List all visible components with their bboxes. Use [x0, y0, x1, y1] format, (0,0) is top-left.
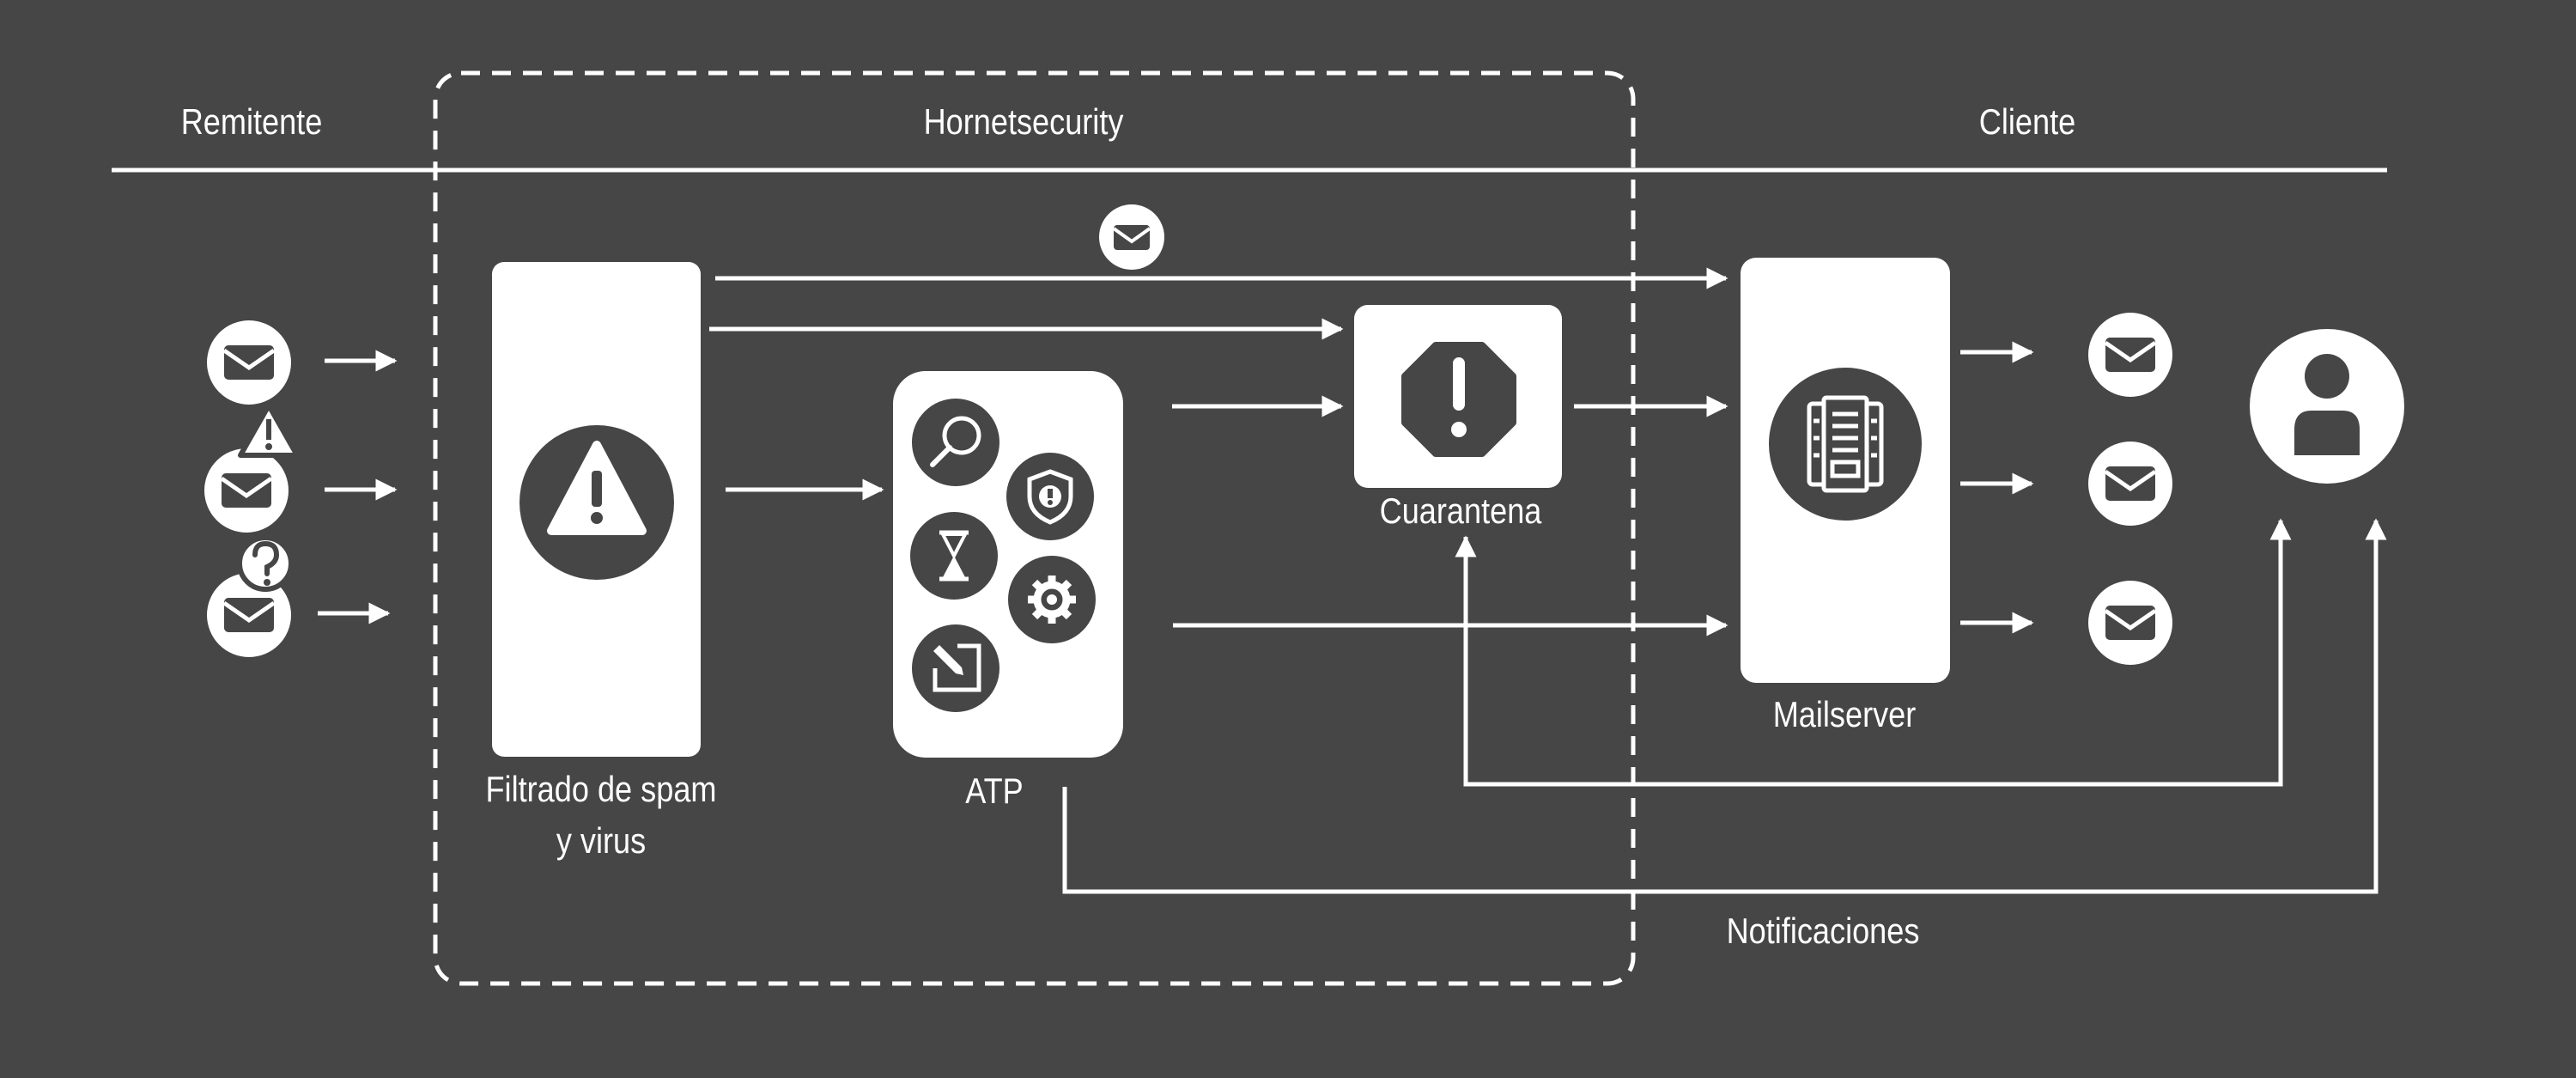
envelope-icon: [207, 320, 291, 405]
question-badge-icon: [237, 535, 294, 592]
quarantine-label: Cuarantena: [1379, 490, 1542, 531]
provider-label: Hornetsecurity: [923, 101, 1124, 142]
warning-triangle-icon: [547, 441, 647, 535]
shield-alert-icon: [1006, 453, 1094, 540]
incoming-mail-1: [207, 320, 291, 405]
hourglass-icon: [910, 512, 998, 600]
notifications-line: [1062, 524, 2379, 894]
envelope-icon: [2088, 442, 2172, 526]
incoming-mail-3: [207, 535, 294, 657]
warning-badge-icon: [238, 403, 300, 458]
direct-mail-envelope: [1099, 204, 1164, 270]
atp-node: [893, 371, 1123, 758]
quarantine-node: [1354, 305, 1562, 488]
incoming-mail-2: [204, 403, 300, 533]
stop-octagon-alert-icon: [1401, 342, 1516, 457]
envelope-icon: [2088, 313, 2172, 397]
edit-document-icon: [912, 624, 999, 712]
spam-filter-node: [492, 262, 701, 757]
envelope-icon: [204, 448, 289, 533]
magnifier-icon: [912, 399, 999, 486]
envelope-icon: [2088, 581, 2172, 665]
hornetsecurity-boundary: [433, 70, 1636, 986]
client-label: Cliente: [1978, 101, 2076, 142]
sender-label: Remitente: [180, 101, 323, 142]
spam-filter-label-line1: Filtrado de spam: [485, 769, 717, 809]
server-rack-icon: [1807, 395, 1884, 493]
mailserver-node: [1741, 258, 1950, 683]
spam-filter-label-line2: y virus: [556, 820, 647, 861]
atp-label: ATP: [965, 770, 1024, 811]
notifications-label: Notificaciones: [1726, 911, 1920, 951]
mailserver-label: Mailserver: [1772, 694, 1917, 734]
quarantine-release-loop: [1463, 524, 2283, 787]
gear-icon: [1008, 556, 1096, 643]
user-avatar-icon: [2250, 329, 2404, 484]
